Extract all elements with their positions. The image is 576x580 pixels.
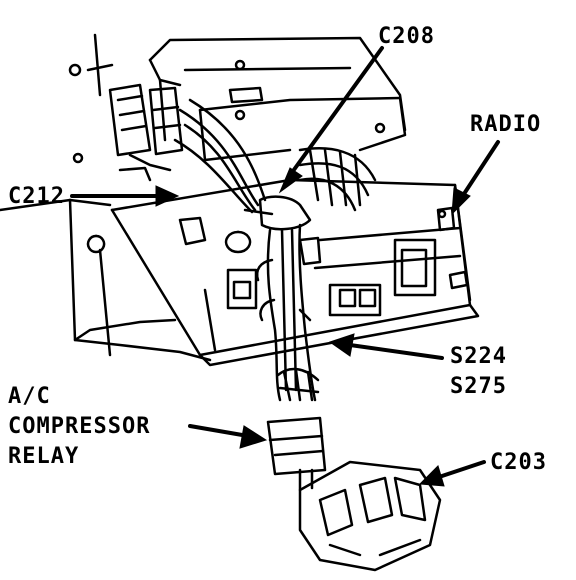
arrow-ac-relay bbox=[188, 424, 268, 449]
callout-c208: C208 bbox=[378, 24, 435, 49]
upper-bracket bbox=[68, 33, 407, 164]
callout-c203: C203 bbox=[490, 450, 547, 475]
arrow-radio bbox=[451, 140, 500, 216]
callout-ac-line3: RELAY bbox=[8, 444, 80, 469]
arrow-c203 bbox=[418, 460, 486, 487]
dash-panel bbox=[0, 198, 212, 362]
callout-radio: RADIO bbox=[470, 112, 542, 137]
radio-box bbox=[110, 178, 480, 367]
callout-ac-line2: COMPRESSOR bbox=[8, 414, 151, 439]
callout-s224: S224 bbox=[450, 344, 507, 369]
arrow-c212 bbox=[70, 185, 180, 207]
ac-relay-body bbox=[266, 416, 327, 492]
arrow-s224 bbox=[328, 333, 444, 360]
connector-cluster-left bbox=[108, 83, 184, 182]
callout-c212: C212 bbox=[8, 184, 65, 209]
callout-s275: S275 bbox=[450, 374, 507, 399]
callout-ac-line1: A/C bbox=[8, 384, 51, 409]
arrow-c208 bbox=[278, 46, 384, 194]
wiring-harness bbox=[173, 98, 377, 402]
c203-connector-body bbox=[298, 460, 442, 572]
